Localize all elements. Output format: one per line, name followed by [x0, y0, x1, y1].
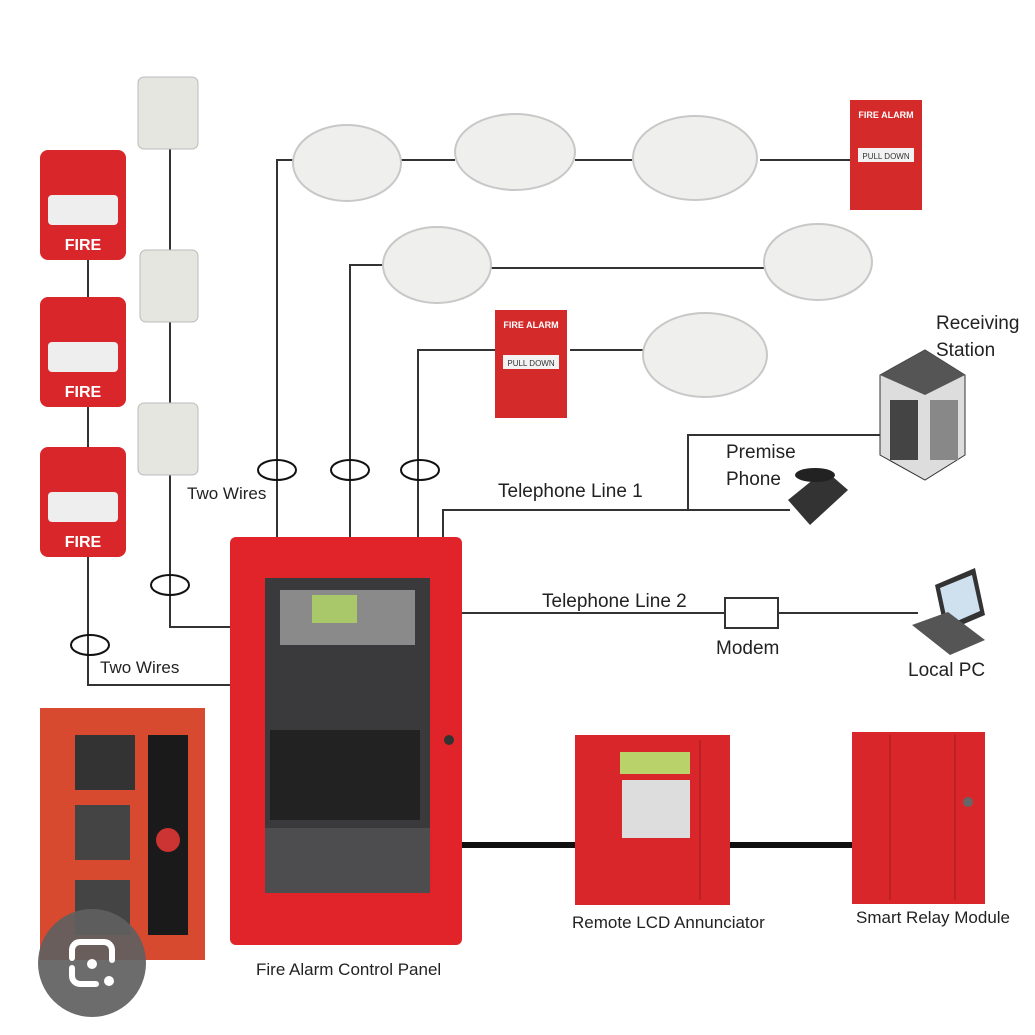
modem-label: Modem: [716, 638, 779, 659]
smoke-detectors: [292, 113, 873, 398]
speaker: [139, 249, 199, 323]
horn-strobe: FIRE: [40, 447, 126, 557]
horn-strobe: FIRE: [40, 297, 126, 407]
two-wires-label: Two Wires: [100, 658, 179, 677]
telephone-line-2-label: Telephone Line 2: [542, 591, 687, 612]
camera-lens-icon: [69, 939, 115, 987]
heat-detector: [454, 113, 576, 191]
telephone-icon: [788, 468, 848, 525]
local-pc-label: Local PC: [908, 660, 985, 681]
two-wires-label: Two Wires: [187, 484, 266, 503]
telephone-line-1-wire: [442, 434, 880, 537]
remote-lcd-annunciator-label: Remote LCD Annunciator: [572, 913, 765, 932]
speaker: [137, 402, 199, 476]
two-wires-marker: [70, 634, 110, 656]
smoke-detector: [763, 223, 873, 301]
manual-pull-station: FIRE ALARM PULL DOWN: [850, 100, 922, 210]
smoke-detector: [292, 124, 402, 202]
telephone-line-1-label: Telephone Line 1: [498, 481, 643, 502]
pull-station-title: FIRE ALARM: [858, 110, 913, 120]
receiving-station-label: Station: [936, 340, 995, 361]
fire-alarm-control-panel: [230, 537, 462, 945]
receiving-station-label: Receiving: [936, 313, 1019, 334]
horn-strobe: FIRE: [40, 150, 126, 260]
strobe-label: FIRE: [65, 534, 102, 551]
modem-box: [724, 597, 779, 629]
detector-loop-3-wire: [417, 349, 645, 537]
remote-lcd-annunciator: [575, 735, 730, 905]
smart-relay-module-label: Smart Relay Module: [856, 908, 1010, 927]
two-wires-marker: [150, 574, 190, 596]
premise-phone-label: Premise: [726, 442, 796, 463]
pull-handle-label: PULL DOWN: [862, 152, 909, 161]
two-wires-marker: [257, 459, 297, 481]
smoke-detector: [632, 115, 758, 201]
manual-pull-station: FIRE ALARM PULL DOWN: [495, 310, 567, 418]
smoke-detector: [642, 312, 768, 398]
wiring: [70, 148, 918, 848]
speakers: [137, 76, 199, 476]
receiving-station-building: [879, 349, 966, 481]
premise-phone-label: Phone: [726, 469, 781, 490]
speaker: [137, 76, 199, 150]
detector-loop-2-wire: [349, 264, 765, 537]
fire-alarm-control-panel-label: Fire Alarm Control Panel: [256, 960, 441, 979]
pull-station-title: FIRE ALARM: [503, 320, 558, 330]
two-wires-marker: [330, 459, 370, 481]
smart-relay-module: [852, 732, 985, 904]
detector-loop-1-wire: [276, 159, 295, 537]
horn-strobes: FIRE FIRE FIRE: [40, 150, 126, 557]
speaker-circuit-wire: [169, 148, 230, 628]
two-wires-marker: [400, 459, 440, 481]
visual-search-button[interactable]: [38, 909, 146, 1017]
strobe-label: FIRE: [65, 237, 102, 254]
pull-handle-label: PULL DOWN: [507, 359, 554, 368]
smoke-detector: [382, 226, 492, 304]
laptop-icon: [912, 568, 985, 655]
strobe-label: FIRE: [65, 384, 102, 401]
